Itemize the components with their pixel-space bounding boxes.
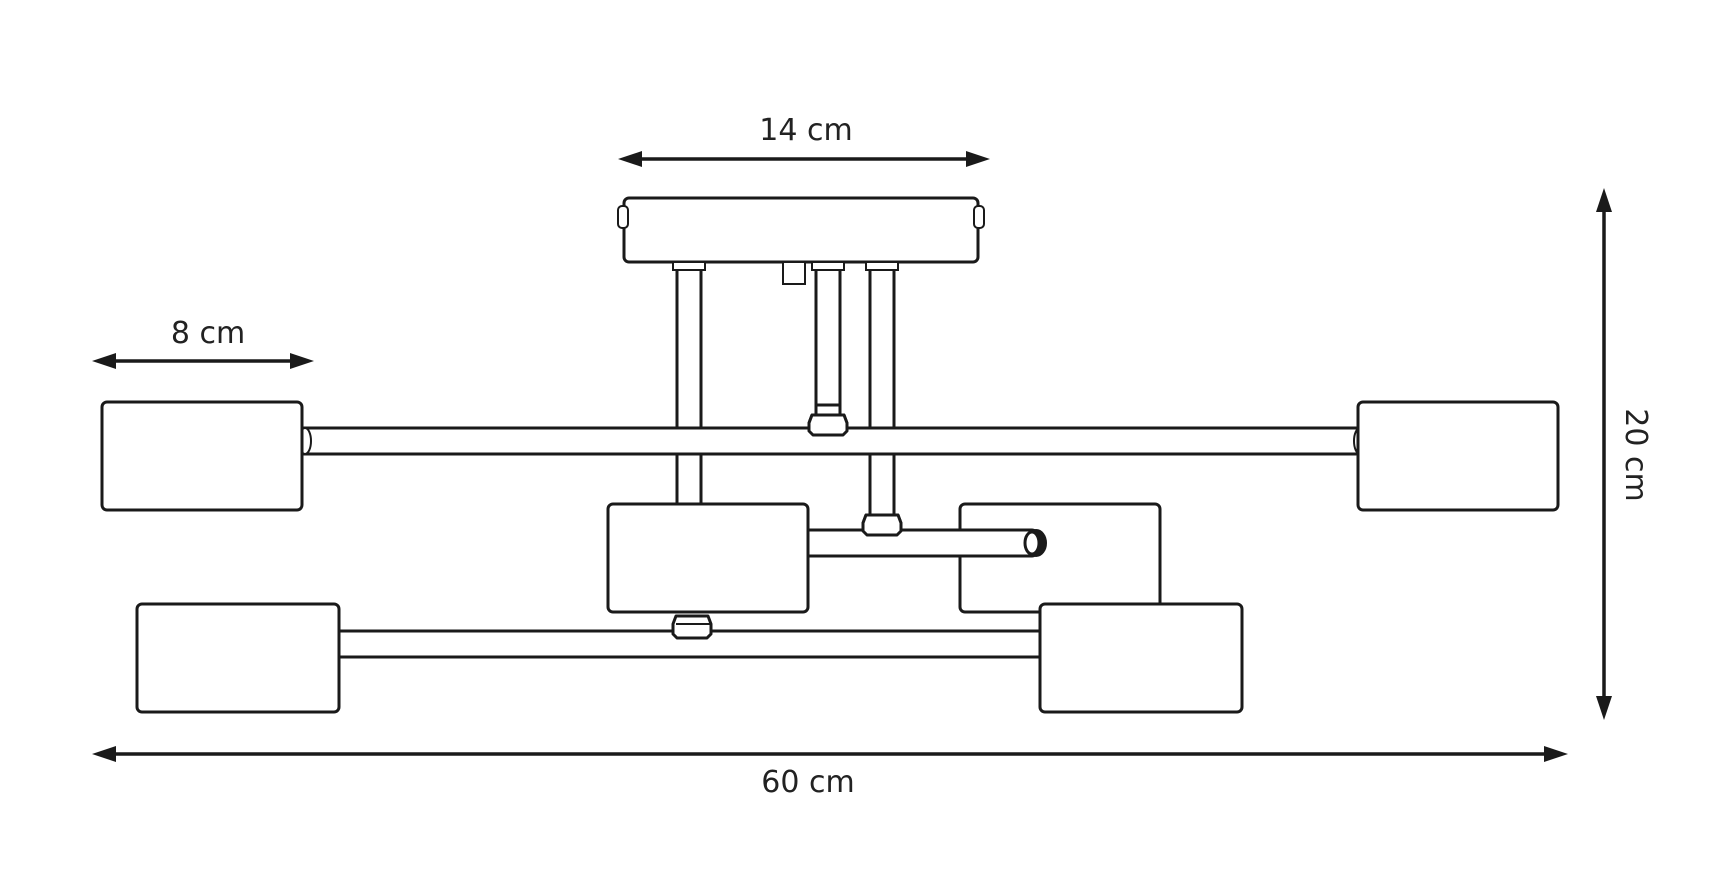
shade-lower-left (135, 602, 341, 714)
shade-middle-left (606, 502, 810, 614)
middle-arm (798, 513, 1047, 558)
shade-lower-right (1038, 602, 1244, 714)
dimension-label-top-width: 14 cm (759, 113, 852, 148)
dimension-total-width: 60 cm (92, 746, 1568, 800)
dimension-height: 20 cm (1596, 188, 1653, 720)
shade-upper-left (100, 400, 304, 512)
shade-back-right (958, 502, 1162, 614)
dimension-label-height: 20 cm (1618, 408, 1653, 501)
dimension-label-shade-width: 8 cm (171, 316, 245, 351)
lower-arm (298, 614, 1052, 659)
dimension-label-total-width: 60 cm (761, 765, 854, 800)
stem-right (861, 261, 903, 537)
stem-left (672, 261, 706, 507)
shade-upper-right (1356, 400, 1560, 512)
ceiling-canopy (617, 196, 985, 285)
dimension-shade-width: 8 cm (92, 316, 314, 369)
dimension-top-width: 14 cm (618, 113, 990, 167)
upper-arm (298, 403, 1367, 456)
